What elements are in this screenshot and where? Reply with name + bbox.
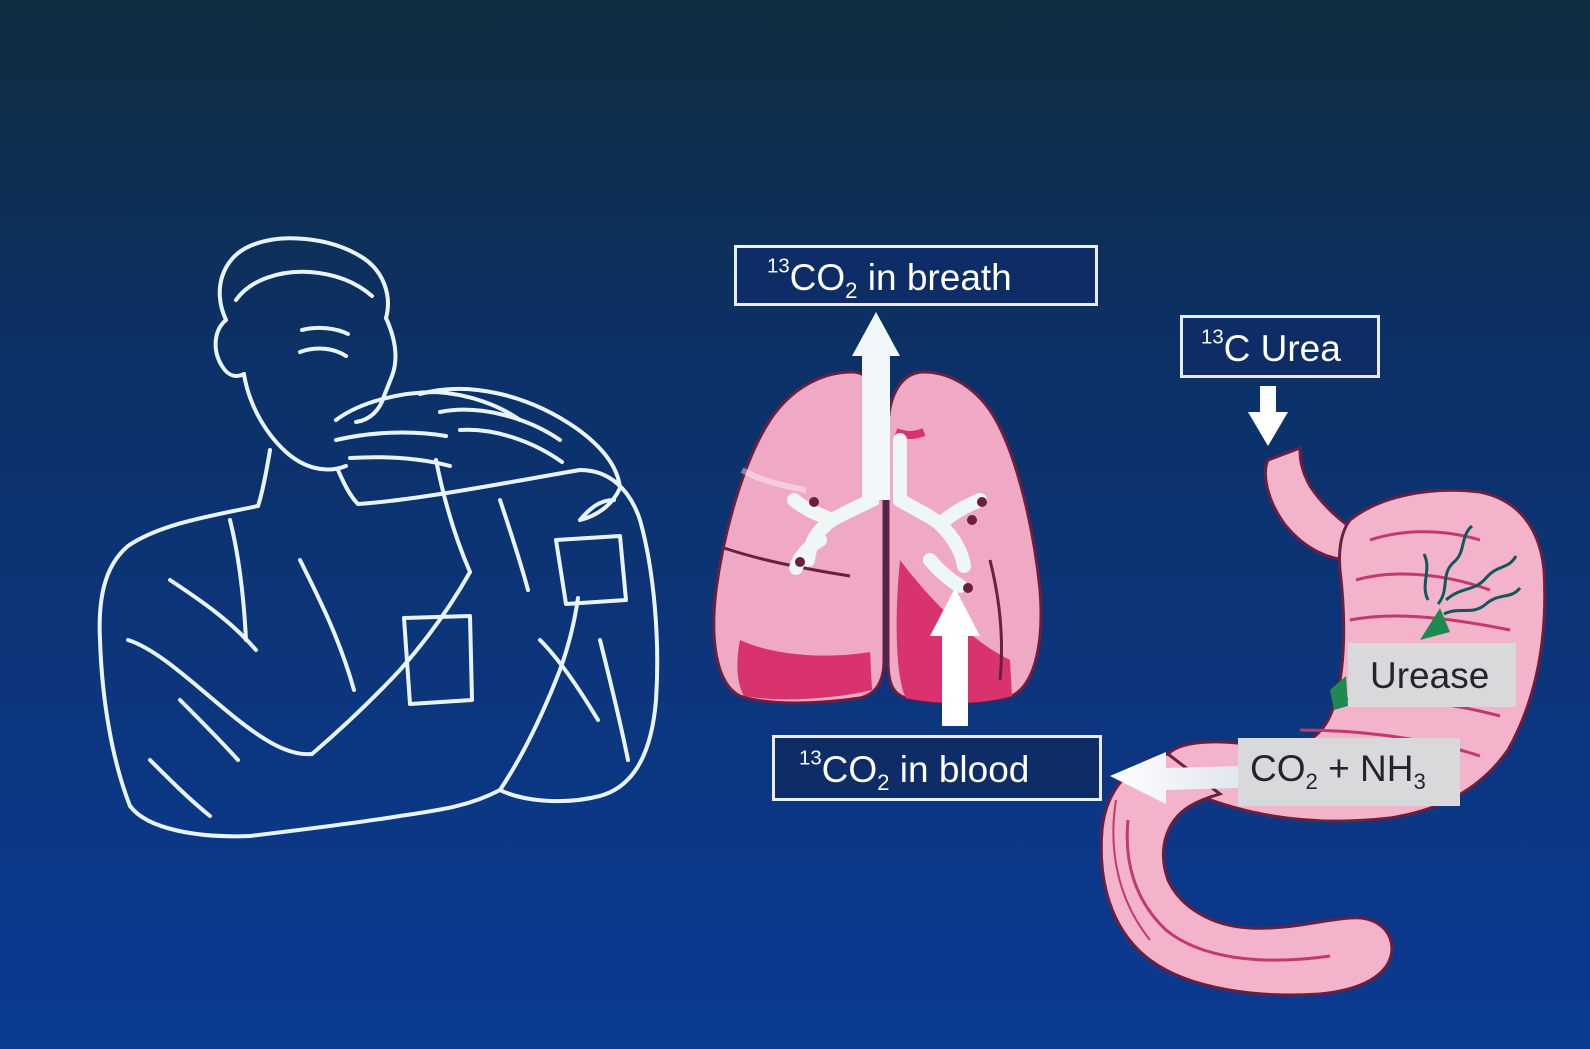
label-co2-in-breath: 13CO2 in breath	[734, 245, 1098, 306]
label-urease: Urease	[1348, 643, 1516, 707]
label-co2-in-blood: 13CO2 in blood	[772, 735, 1102, 801]
label-c13-urea: 13C Urea	[1180, 315, 1380, 378]
label-co2-plus-nh3: CO2 + NH3	[1238, 738, 1460, 806]
